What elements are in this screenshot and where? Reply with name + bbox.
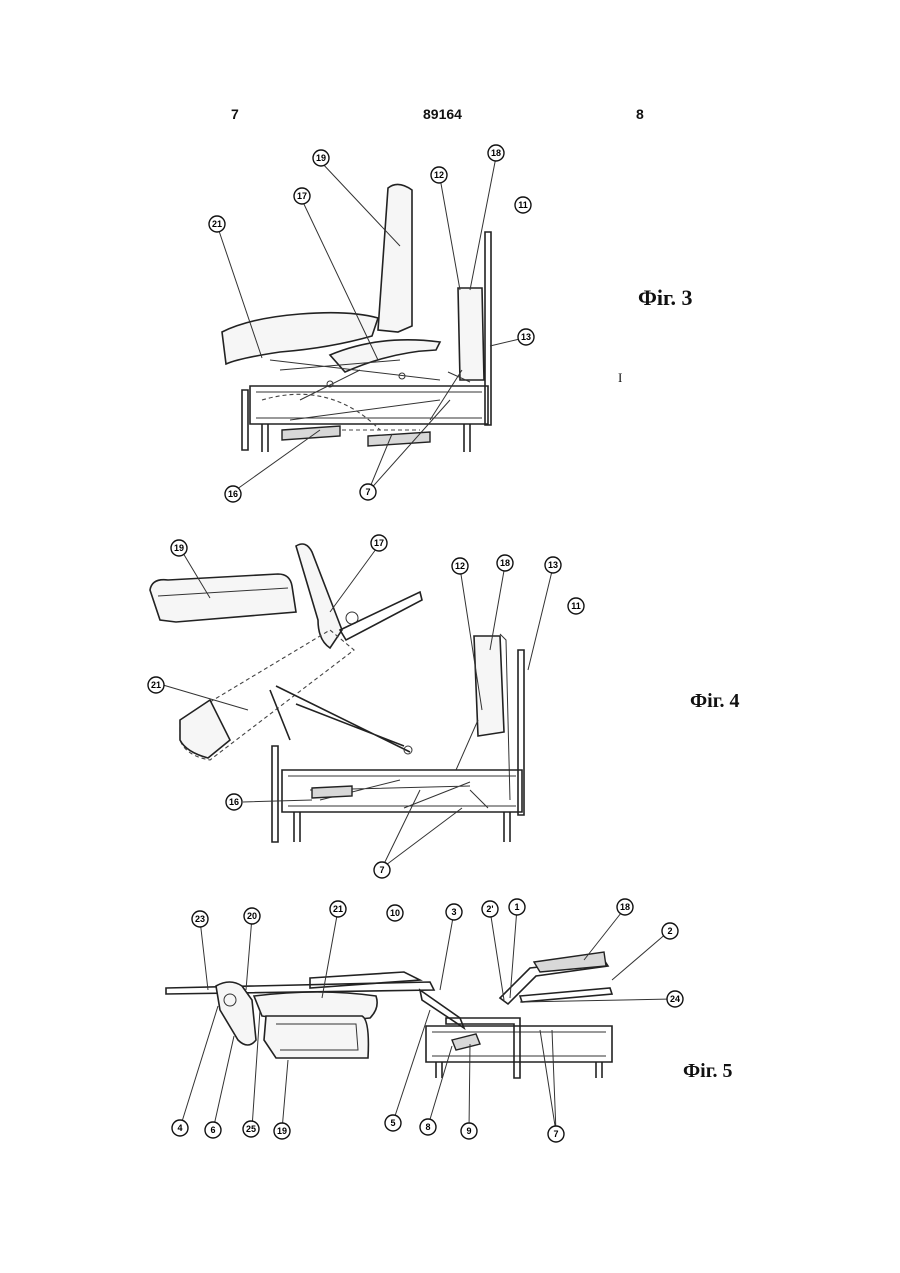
fig3-callout-7: 7 bbox=[365, 487, 370, 497]
fig4-callout-13: 13 bbox=[548, 560, 558, 570]
fig5-callout-9: 9 bbox=[466, 1126, 471, 1136]
fig3-callout-18: 18 bbox=[491, 148, 501, 158]
fig3-callout-13: 13 bbox=[521, 332, 531, 342]
fig3-callout-16: 16 bbox=[228, 489, 238, 499]
fig5-callout-21: 21 bbox=[333, 904, 343, 914]
fig5-callout-2: 2 bbox=[667, 926, 672, 936]
figure-5-drawing bbox=[166, 908, 672, 1132]
fig4-callout-18: 18 bbox=[500, 558, 510, 568]
fig5-callout-8: 8 bbox=[425, 1122, 430, 1132]
fig5-callout-18: 18 bbox=[620, 902, 630, 912]
fig3-callout-11: 11 bbox=[518, 200, 528, 210]
fig4-callout-17: 17 bbox=[374, 538, 384, 548]
fig5-callout-23: 23 bbox=[195, 914, 205, 924]
fig4-callout-19: 19 bbox=[174, 543, 184, 553]
fig5-callout-2-prime: 2' bbox=[486, 904, 493, 914]
fig3-callout-12: 12 bbox=[434, 170, 444, 180]
figure-5-label: Фіг. 5 bbox=[683, 1060, 733, 1083]
figure-3-drawing bbox=[218, 157, 524, 492]
fig5-callout-5: 5 bbox=[390, 1118, 395, 1128]
fig4-callout-11: 11 bbox=[571, 601, 581, 611]
fig5-callout-6: 6 bbox=[210, 1125, 215, 1135]
fig5-callout-19: 19 bbox=[277, 1126, 287, 1136]
fig5-callout-4: 4 bbox=[177, 1123, 182, 1133]
fig3-callout-21: 21 bbox=[212, 219, 222, 229]
figure-4-label: Фіг. 4 bbox=[690, 690, 740, 713]
fig4-callout-16: 16 bbox=[229, 797, 239, 807]
fig3-callout-19: 19 bbox=[316, 153, 326, 163]
fig4-callout-21: 21 bbox=[151, 680, 161, 690]
fig5-callout-10: 10 bbox=[390, 908, 400, 918]
fig3-callout-17: 17 bbox=[297, 191, 307, 201]
fig5-callout-3: 3 bbox=[451, 907, 456, 917]
fig5-callout-24: 24 bbox=[670, 994, 680, 1004]
figure-3-mark: I bbox=[618, 370, 622, 386]
fig4-callout-12: 12 bbox=[455, 561, 465, 571]
fig5-callout-20: 20 bbox=[247, 911, 257, 921]
fig5-callout-25: 25 bbox=[246, 1124, 256, 1134]
fig4-callout-7: 7 bbox=[379, 865, 384, 875]
figure-3-label: Фіг. 3 bbox=[638, 285, 693, 311]
figure-4-drawing bbox=[150, 544, 553, 868]
fig5-callout-7: 7 bbox=[553, 1129, 558, 1139]
fig5-callout-1: 1 bbox=[514, 902, 519, 912]
